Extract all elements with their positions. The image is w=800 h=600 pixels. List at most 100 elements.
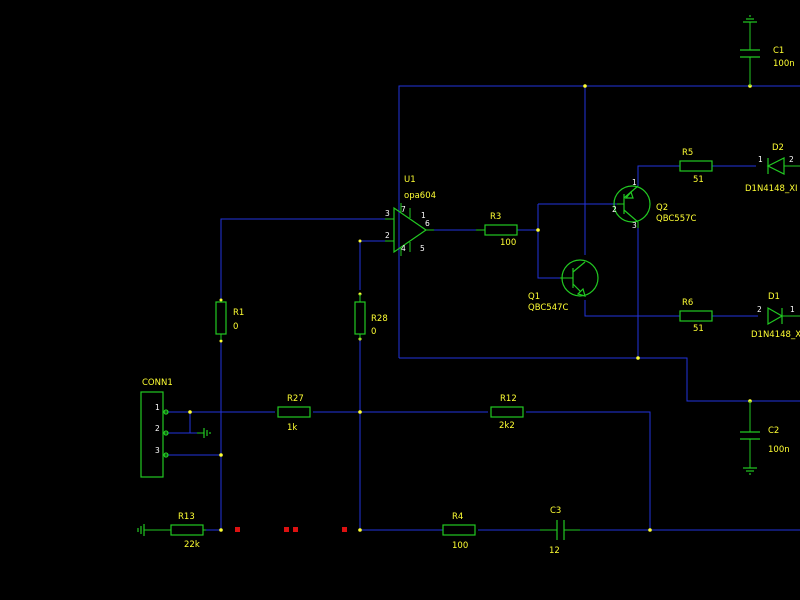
d1-ref: D1 [768,292,780,302]
transistor-q1[interactable]: Q1 QBC547C [528,259,599,313]
conn1-pin3: 3 [155,446,160,455]
wire-u1-plus[interactable] [220,218,385,300]
resistor-r1[interactable]: R1 0 [215,301,244,340]
q2-value: QBC557C [656,214,697,224]
d2-value: D1N4148_XI [745,184,798,194]
junction-dot [358,528,362,532]
d1-pin1: 1 [790,305,795,314]
u1-pin2: 2 [385,231,390,240]
r12-ref: R12 [500,394,517,404]
conn1-pin2: 2 [155,424,160,433]
u1-value: opa604 [404,191,436,201]
r5-ref: R5 [682,148,693,158]
c3-value: 12 [549,546,560,556]
capacitor-c3[interactable]: C3 12 [540,506,580,556]
junctions [188,84,752,532]
r5-value: 51 [693,175,704,185]
q2-pin2: 2 [612,205,617,214]
ground-symbol-c2 [743,467,757,475]
wire-base-node[interactable] [537,204,560,279]
r3-ref: R3 [490,212,501,222]
opamp-u1[interactable]: 3 2 7 4 6 1 5 U1 opa604 [385,175,436,256]
junction-dot [219,298,223,302]
conn1-pin1: 1 [155,403,160,412]
diode-d1[interactable]: 2 1 D1 D1N4148_X [751,292,800,340]
diode-d2[interactable]: 1 2 D2 D1N4148_XI [745,143,800,194]
r13-value: 22k [184,540,200,550]
r27-ref: R27 [287,394,304,404]
error-marker[interactable] [235,527,240,532]
c2-value: 100n [768,445,790,455]
junction-dot [188,410,192,414]
wire-q1-emitter[interactable] [584,300,680,317]
u1-pin7: 7 [401,205,406,214]
r1-value: 0 [233,322,238,332]
u1-pin1: 1 [421,211,426,220]
r12-value: 2k2 [499,421,515,431]
d2-pin1: 1 [758,155,763,164]
junction-dot [583,84,587,88]
wire-top-rail[interactable] [398,85,800,358]
resistor-r4[interactable]: R4 100 [442,512,476,551]
q2-pin1: 1 [632,178,637,187]
capacitor-c2[interactable]: C2 100n [740,401,790,475]
u1-pin5: 5 [420,244,425,253]
junction-dot [648,528,652,532]
q2-ref: Q2 [656,203,668,213]
junction-dot [219,453,223,457]
junction-dot [219,528,223,532]
resistor-r13[interactable]: R13 22k [137,512,206,550]
r4-ref: R4 [452,512,463,522]
connector-conn1[interactable]: 1 2 3 CONN1 [140,378,211,478]
q1-ref: Q1 [528,292,540,302]
transistor-q2[interactable]: 1 2 3 Q2 QBC557C [612,178,697,230]
resistor-r12[interactable]: R12 2k2 [490,394,524,431]
junction-dot [536,228,540,232]
resistor-r5[interactable]: R5 51 [679,148,713,185]
r27-value: 1k [287,423,297,433]
u1-pin4: 4 [401,244,406,253]
c1-ref: C1 [773,46,784,56]
capacitor-c1[interactable]: C1 100n [740,15,795,86]
c3-ref: C3 [550,506,561,516]
d2-pin2: 2 [789,155,794,164]
junction-dot [358,410,362,414]
q2-pin3: 3 [632,221,637,230]
junction-dot [636,356,640,360]
r28-ref: R28 [371,314,388,324]
wire-rail-right[interactable] [638,357,800,402]
u1-ref: U1 [404,175,416,185]
r28-value: 0 [371,327,376,337]
r6-value: 51 [693,324,704,334]
resistor-r3[interactable]: R3 100 [476,212,518,248]
q1-value: QBC547C [528,303,569,313]
error-marker[interactable] [293,527,298,532]
junction-dot [219,339,223,343]
resistor-r27[interactable]: R27 1k [277,394,311,433]
u1-pin6: 6 [425,219,430,228]
d1-value: D1N4148_X [751,330,800,340]
wire-q2-emitter[interactable] [637,165,680,186]
ground-symbol-c1 [743,15,757,23]
error-markers [235,527,347,532]
d2-ref: D2 [772,143,784,153]
resistor-r6[interactable]: R6 51 [679,298,713,334]
c2-ref: C2 [768,426,779,436]
ground-symbol-conn1 [197,428,211,438]
wire-u1-minus[interactable] [359,240,385,290]
r1-ref: R1 [233,308,244,318]
junction-dot [358,239,362,243]
conn1-ref: CONN1 [142,378,173,388]
c1-value: 100n [773,59,795,69]
ground-symbol-r13 [137,524,150,536]
r4-value: 100 [452,541,468,551]
r13-ref: R13 [178,512,195,522]
wire-r12-right[interactable] [526,411,651,530]
r3-value: 100 [500,238,516,248]
u1-pin3: 3 [385,209,390,218]
resistor-r28[interactable]: R28 0 [354,294,388,340]
d1-pin2: 2 [757,305,762,314]
error-marker[interactable] [284,527,289,532]
error-marker[interactable] [342,527,347,532]
